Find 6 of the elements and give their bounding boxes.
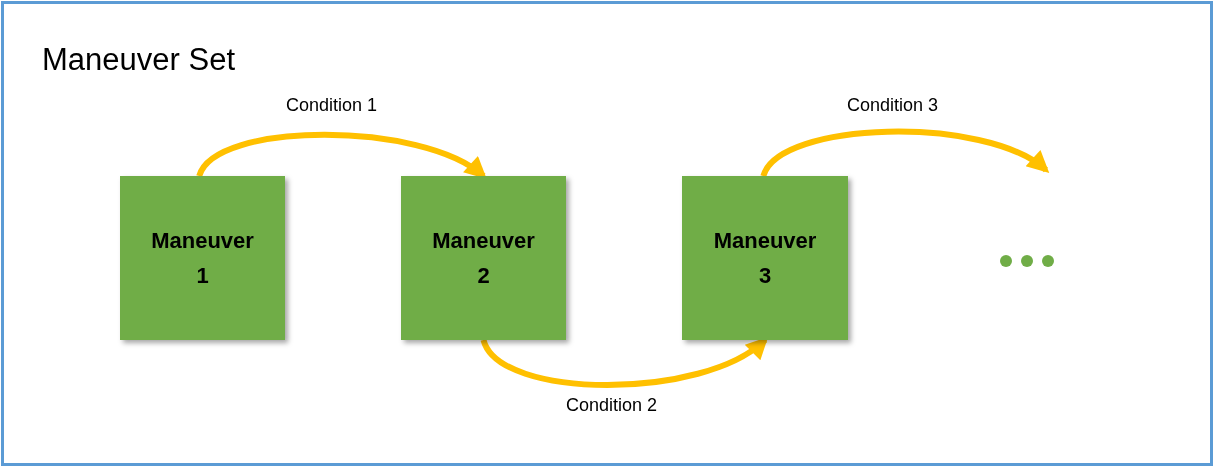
panel-title: Maneuver Set: [42, 42, 235, 78]
process-box: Maneuver 2: [401, 176, 566, 340]
process-box: Maneuver 1: [120, 176, 285, 340]
process-box: Maneuver 3: [682, 176, 848, 340]
curved-arrow: [196, 131, 488, 179]
curved-arrow: [760, 128, 1050, 178]
